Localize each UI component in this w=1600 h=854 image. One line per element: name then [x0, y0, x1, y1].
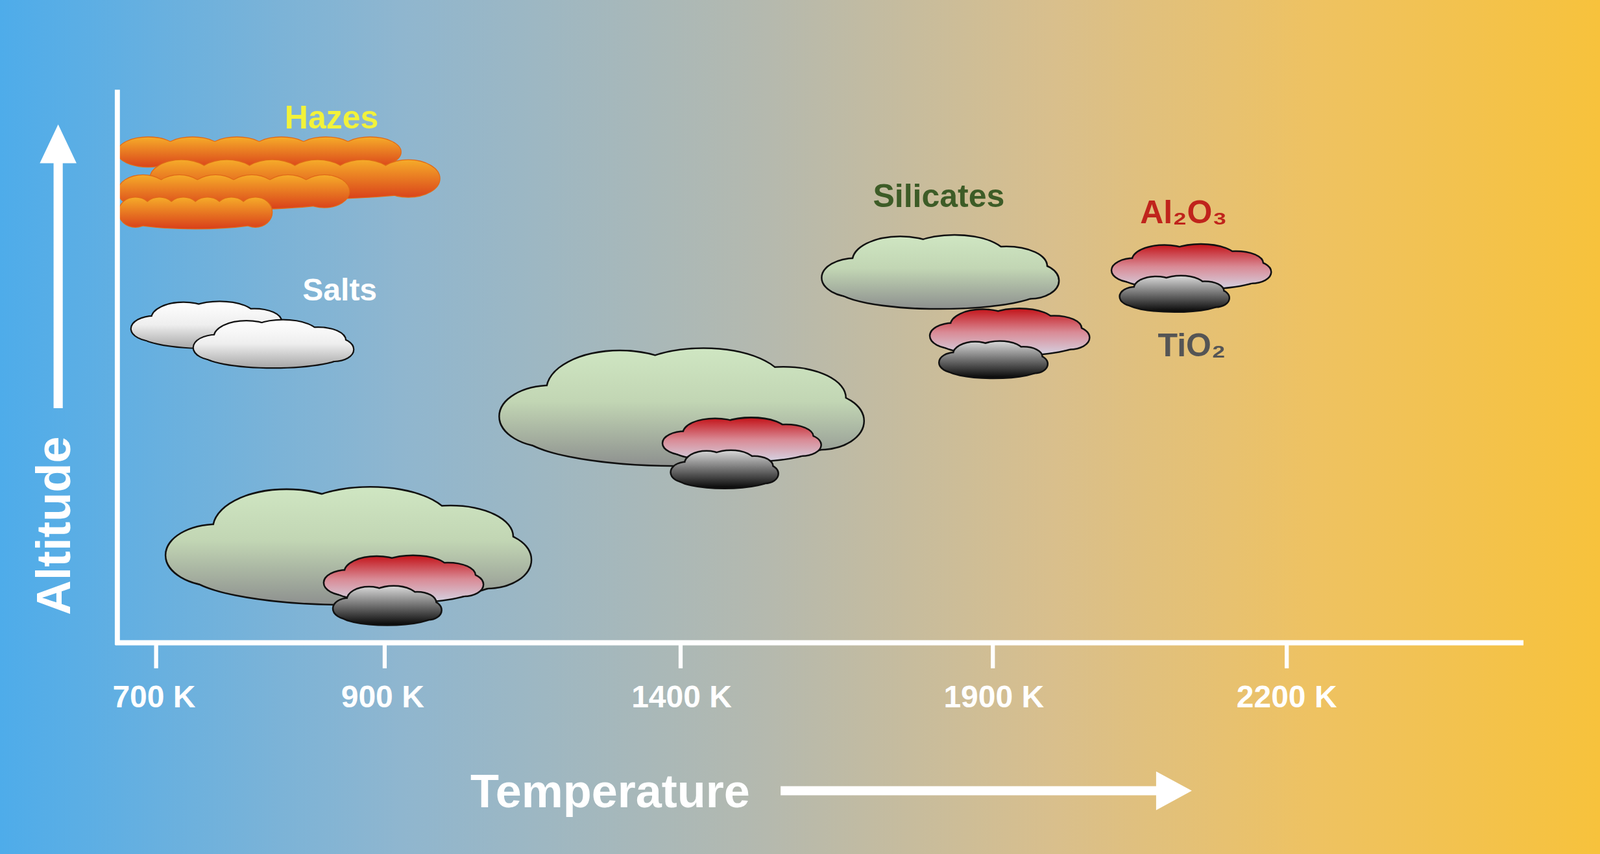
cloud-puff: [782, 434, 821, 456]
tick: [153, 642, 158, 669]
tick-label: 900 K: [341, 681, 425, 713]
cloud-puff: [299, 175, 350, 208]
axis-title: Temperature: [470, 767, 751, 815]
altitude-arrowhead: [39, 124, 77, 164]
cloud-puff: [415, 600, 442, 619]
cloud-puff: [238, 197, 272, 227]
cloud-puff: [751, 464, 778, 483]
white-cloud: [193, 320, 353, 368]
black-cloud: [671, 450, 778, 488]
cloud-puff: [444, 573, 483, 596]
green-cloud: [166, 487, 531, 605]
cloud-puff: [1001, 263, 1059, 299]
cloud-puff: [1051, 326, 1090, 349]
cloud-puff: [238, 197, 272, 227]
cloud-puff: [376, 160, 440, 198]
green-cloud: [500, 349, 864, 466]
cloud-puff: [415, 600, 442, 619]
temperature-arrow: [780, 785, 1164, 795]
cloud-label: TiO₂: [1158, 328, 1227, 362]
tick: [990, 642, 995, 669]
cloud-label: Salts: [302, 274, 377, 306]
cloud-puff: [1001, 263, 1059, 299]
tick: [678, 642, 683, 669]
axes: [39, 89, 1524, 810]
black-cloud: [939, 341, 1047, 378]
cloud-puff: [314, 338, 353, 361]
cloud-label: Al₂O₃: [1139, 195, 1227, 229]
haze-cloud: [118, 197, 272, 229]
cloud-puff: [1051, 326, 1090, 349]
cloud-puff: [444, 573, 483, 596]
tick: [382, 642, 387, 669]
cloud-puff: [1202, 289, 1229, 307]
cloud-label: Hazes: [284, 101, 379, 134]
black-cloud: [1120, 276, 1229, 311]
cloud-label: Silicates: [872, 179, 1005, 213]
cloud-puff: [782, 434, 821, 456]
tick-label: 2200 K: [1236, 681, 1338, 713]
tick-label: 700 K: [112, 681, 196, 713]
axis-title: Altitude: [29, 436, 78, 615]
black-cloud: [333, 586, 441, 625]
cloud-puff: [1021, 355, 1048, 373]
temperature-arrowhead: [1156, 771, 1192, 811]
cloud-puff: [1202, 289, 1229, 307]
cloud-puff: [1232, 261, 1272, 283]
tick: [1284, 642, 1289, 669]
tick-label: 1400 K: [631, 681, 732, 713]
x-axis: [115, 640, 1524, 646]
green-cloud: [822, 235, 1059, 309]
cloud-puff: [1232, 261, 1272, 283]
cloud-puff: [376, 160, 440, 198]
altitude-arrow: [53, 158, 63, 409]
cloud-puff: [751, 464, 778, 483]
cloud-layer: [117, 137, 1271, 625]
cloud-puff: [314, 338, 353, 361]
tick-label: 1900 K: [943, 681, 1044, 713]
cloud-puff: [299, 175, 350, 208]
y-axis: [114, 89, 121, 645]
cloud-puff: [1021, 355, 1048, 373]
